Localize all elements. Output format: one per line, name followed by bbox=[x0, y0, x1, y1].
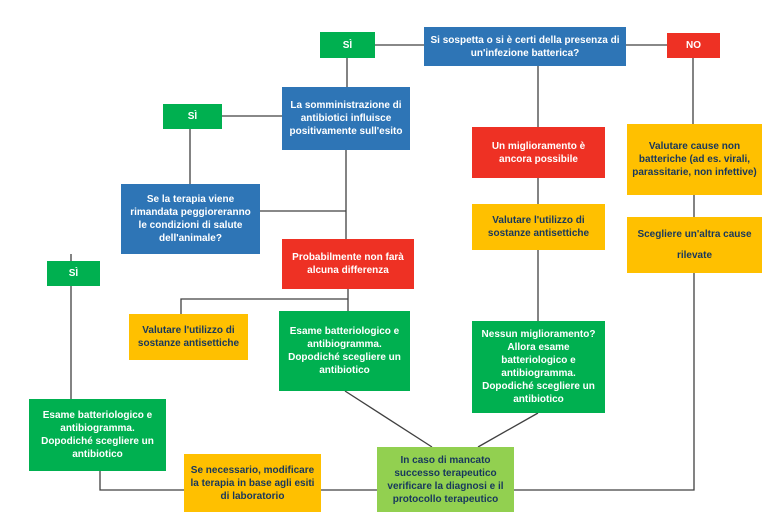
node-exam-center: Esame batteriologico e antibiogramma. Do… bbox=[279, 311, 410, 391]
node-other-cause: Scegliere un'altra cause rilevate bbox=[627, 217, 762, 273]
node-antiseptics-right: Valutare l'utilizzo di sostanze antisett… bbox=[472, 204, 605, 250]
node-no-improvement-exam: Nessun miglioramento? Allora esame batte… bbox=[472, 321, 605, 413]
node-antiseptics-left: Valutare l'utilizzo di sostanze antisett… bbox=[129, 314, 248, 360]
node-no-difference: Probabilmente non farà alcuna differenza bbox=[282, 239, 414, 289]
edge-no-improvement-to-failure-check bbox=[477, 412, 539, 448]
node-yes-top: SÌ bbox=[320, 32, 375, 58]
node-question-therapy-delay: Se la terapia viene rimandata peggiorera… bbox=[121, 184, 260, 254]
node-yes-delay: SÌ bbox=[47, 261, 100, 286]
node-yes-antibiotics: SÌ bbox=[163, 104, 222, 129]
node-non-bacterial-causes: Valutare cause non batteriche (ad es. vi… bbox=[627, 124, 762, 195]
node-exam-left: Esame batteriologico e antibiogramma. Do… bbox=[29, 399, 166, 471]
node-no-top: NO bbox=[667, 33, 720, 58]
node-question-infection: Si sospetta o si è certi della presenza … bbox=[424, 27, 626, 66]
edge-exam-center-to-failure-check bbox=[344, 390, 433, 448]
node-failure-check: In caso di mancato successo terapeutico … bbox=[377, 447, 514, 512]
node-modify-therapy: Se necessario, modificare la terapia in … bbox=[184, 454, 321, 512]
node-question-antibiotics-outcome: La somministrazione di antibiotici influ… bbox=[282, 87, 410, 150]
edge-exam-left-to-modify-therapy bbox=[99, 471, 184, 491]
node-improvement-possible: Un miglioramento è ancora possibile bbox=[472, 127, 605, 178]
